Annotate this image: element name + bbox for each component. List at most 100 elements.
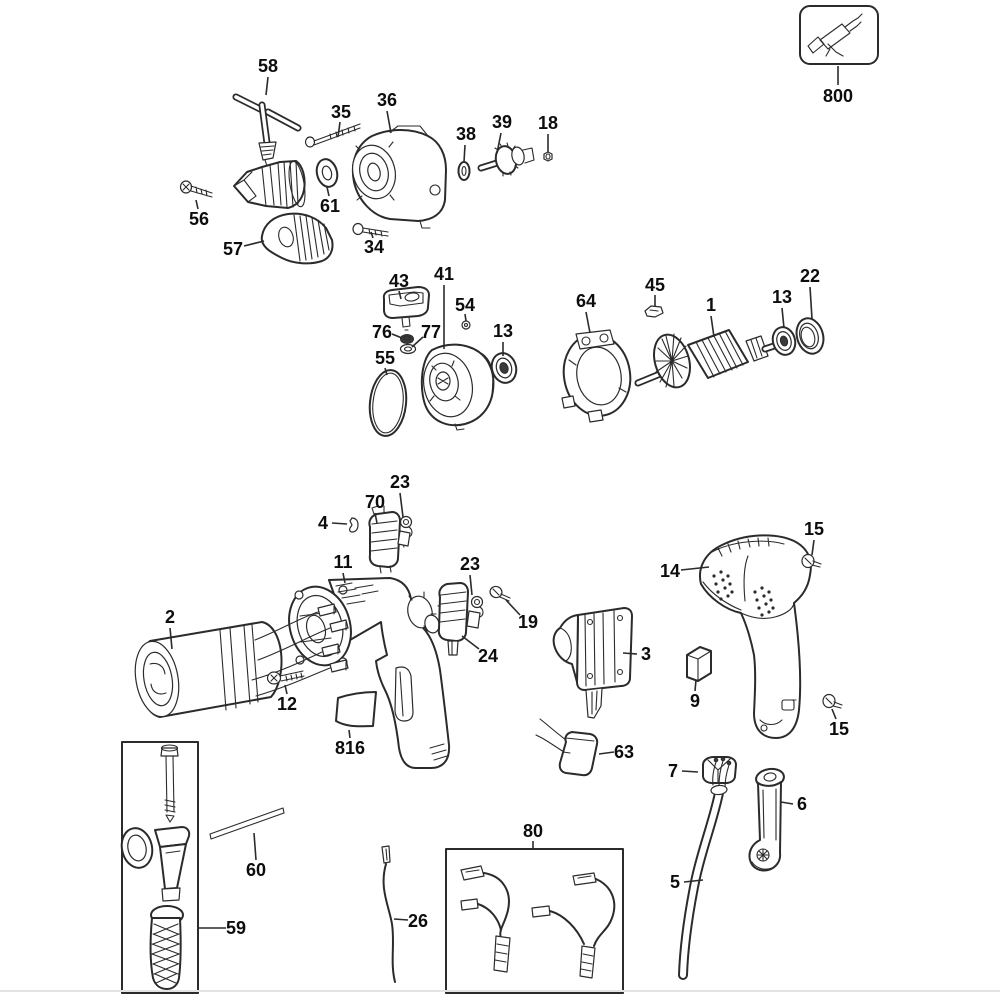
part-9-cube — [686, 646, 712, 682]
part-12-screw — [266, 670, 305, 685]
part-label-12: 12 — [277, 694, 297, 714]
part-label-39: 39 — [492, 112, 512, 132]
part-15-screw-bottom — [822, 693, 843, 709]
part-label-63: 63 — [614, 742, 634, 762]
leader-line-15 — [831, 708, 837, 720]
part-label-55: 55 — [375, 348, 395, 368]
leader-line-58 — [265, 76, 269, 96]
leader-line-56 — [195, 199, 199, 210]
leader-line-24 — [461, 635, 480, 650]
part-label-36: 36 — [377, 90, 397, 110]
leader-line-39 — [496, 132, 502, 154]
leader-line-76 — [391, 333, 403, 339]
leader-line-5 — [683, 879, 704, 883]
part-45-clip — [644, 305, 664, 318]
leader-line-7 — [681, 770, 699, 773]
leader-line-4 — [331, 522, 348, 525]
leader-line-35 — [337, 121, 341, 138]
part-label-816: 816 — [335, 738, 365, 758]
leader-line-2 — [169, 627, 173, 650]
part-label-19: 19 — [518, 612, 538, 632]
leader-line-34 — [370, 231, 374, 239]
part-26-wire-lead — [381, 845, 396, 983]
part-816-nameplate-label — [335, 691, 377, 728]
leader-line-22 — [809, 286, 813, 320]
leader-line-14 — [680, 566, 710, 571]
part-13-bearing-rear — [771, 326, 797, 356]
part-label-13: 13 — [772, 287, 792, 307]
part-61-washer — [315, 158, 339, 188]
part-label-61: 61 — [320, 196, 340, 216]
leader-line-11 — [342, 572, 346, 584]
part-80-wire-set — [460, 865, 616, 979]
part-13-bearing-front — [490, 352, 518, 384]
leader-line-26 — [393, 918, 409, 921]
part-label-23: 23 — [390, 472, 410, 492]
leader-line-6 — [780, 801, 794, 805]
part-2-field-stator — [134, 603, 349, 718]
handle-vent-dots — [712, 570, 775, 617]
part-label-7: 7 — [668, 761, 678, 781]
product-thumbnail-box — [799, 5, 879, 65]
part-59-side-handle — [120, 744, 191, 990]
part-58-chuck-key — [232, 93, 302, 167]
leader-line-3 — [622, 652, 638, 655]
part-1-armature — [634, 329, 789, 389]
part-label-80: 80 — [523, 821, 543, 841]
leader-line-12 — [284, 684, 288, 695]
part-label-56: 56 — [189, 209, 209, 229]
part-label-23: 23 — [460, 554, 480, 574]
part-label-24: 24 — [478, 646, 498, 666]
leader-line-15 — [811, 539, 815, 556]
side-handle-box — [121, 741, 199, 994]
part-label-18: 18 — [538, 113, 558, 133]
part-label-76: 76 — [372, 322, 392, 342]
part-64-baffle — [561, 329, 632, 423]
leader-line-55 — [384, 367, 388, 376]
part-43-cap-plate — [382, 286, 430, 331]
part-label-45: 45 — [645, 275, 665, 295]
leader-line-43 — [398, 290, 402, 300]
part-label-77: 77 — [421, 322, 441, 342]
leader-line-63 — [598, 751, 615, 755]
part-label-59: 59 — [226, 918, 246, 938]
part-label-14: 14 — [660, 561, 680, 581]
part-label-26: 26 — [408, 911, 428, 931]
part-label-1: 1 — [706, 295, 716, 315]
part-19-screw — [489, 585, 511, 602]
part-label-58: 58 — [258, 56, 278, 76]
part-label-57: 57 — [223, 239, 243, 259]
part-55-o-ring — [368, 369, 408, 437]
part-label-64: 64 — [576, 291, 596, 311]
leader-line-77 — [411, 336, 424, 348]
part-76-grommet — [400, 334, 414, 344]
leader-line-70 — [374, 512, 378, 524]
part-label-34: 34 — [364, 237, 384, 257]
part-22-ring — [795, 317, 825, 355]
part-36-gear-case-housing — [352, 125, 447, 229]
part-label-35: 35 — [331, 102, 351, 122]
leader-line-9 — [694, 679, 697, 692]
leader-line-36 — [386, 110, 392, 134]
part-label-2: 2 — [165, 607, 175, 627]
part-11-motor-housing — [288, 577, 451, 769]
part-label-3: 3 — [641, 644, 651, 664]
part-label-43: 43 — [389, 271, 409, 291]
part-label-9: 9 — [690, 691, 700, 711]
leader-line-54 — [464, 313, 467, 322]
part-label-6: 6 — [797, 794, 807, 814]
part-4-clip — [349, 517, 359, 533]
part-70-brush-holder — [368, 505, 401, 574]
part-24-brush-holder — [437, 582, 469, 656]
leader-line-19 — [505, 599, 521, 616]
leader-line-23 — [399, 492, 404, 518]
part-35-screw — [304, 123, 361, 148]
part-label-54: 54 — [455, 295, 475, 315]
part-60-depth-rod — [209, 807, 285, 840]
part-23-brush-upper — [397, 515, 413, 548]
part-label-70: 70 — [365, 492, 385, 512]
leader-line-38 — [463, 144, 466, 163]
part-41-gear-housing — [420, 343, 495, 431]
